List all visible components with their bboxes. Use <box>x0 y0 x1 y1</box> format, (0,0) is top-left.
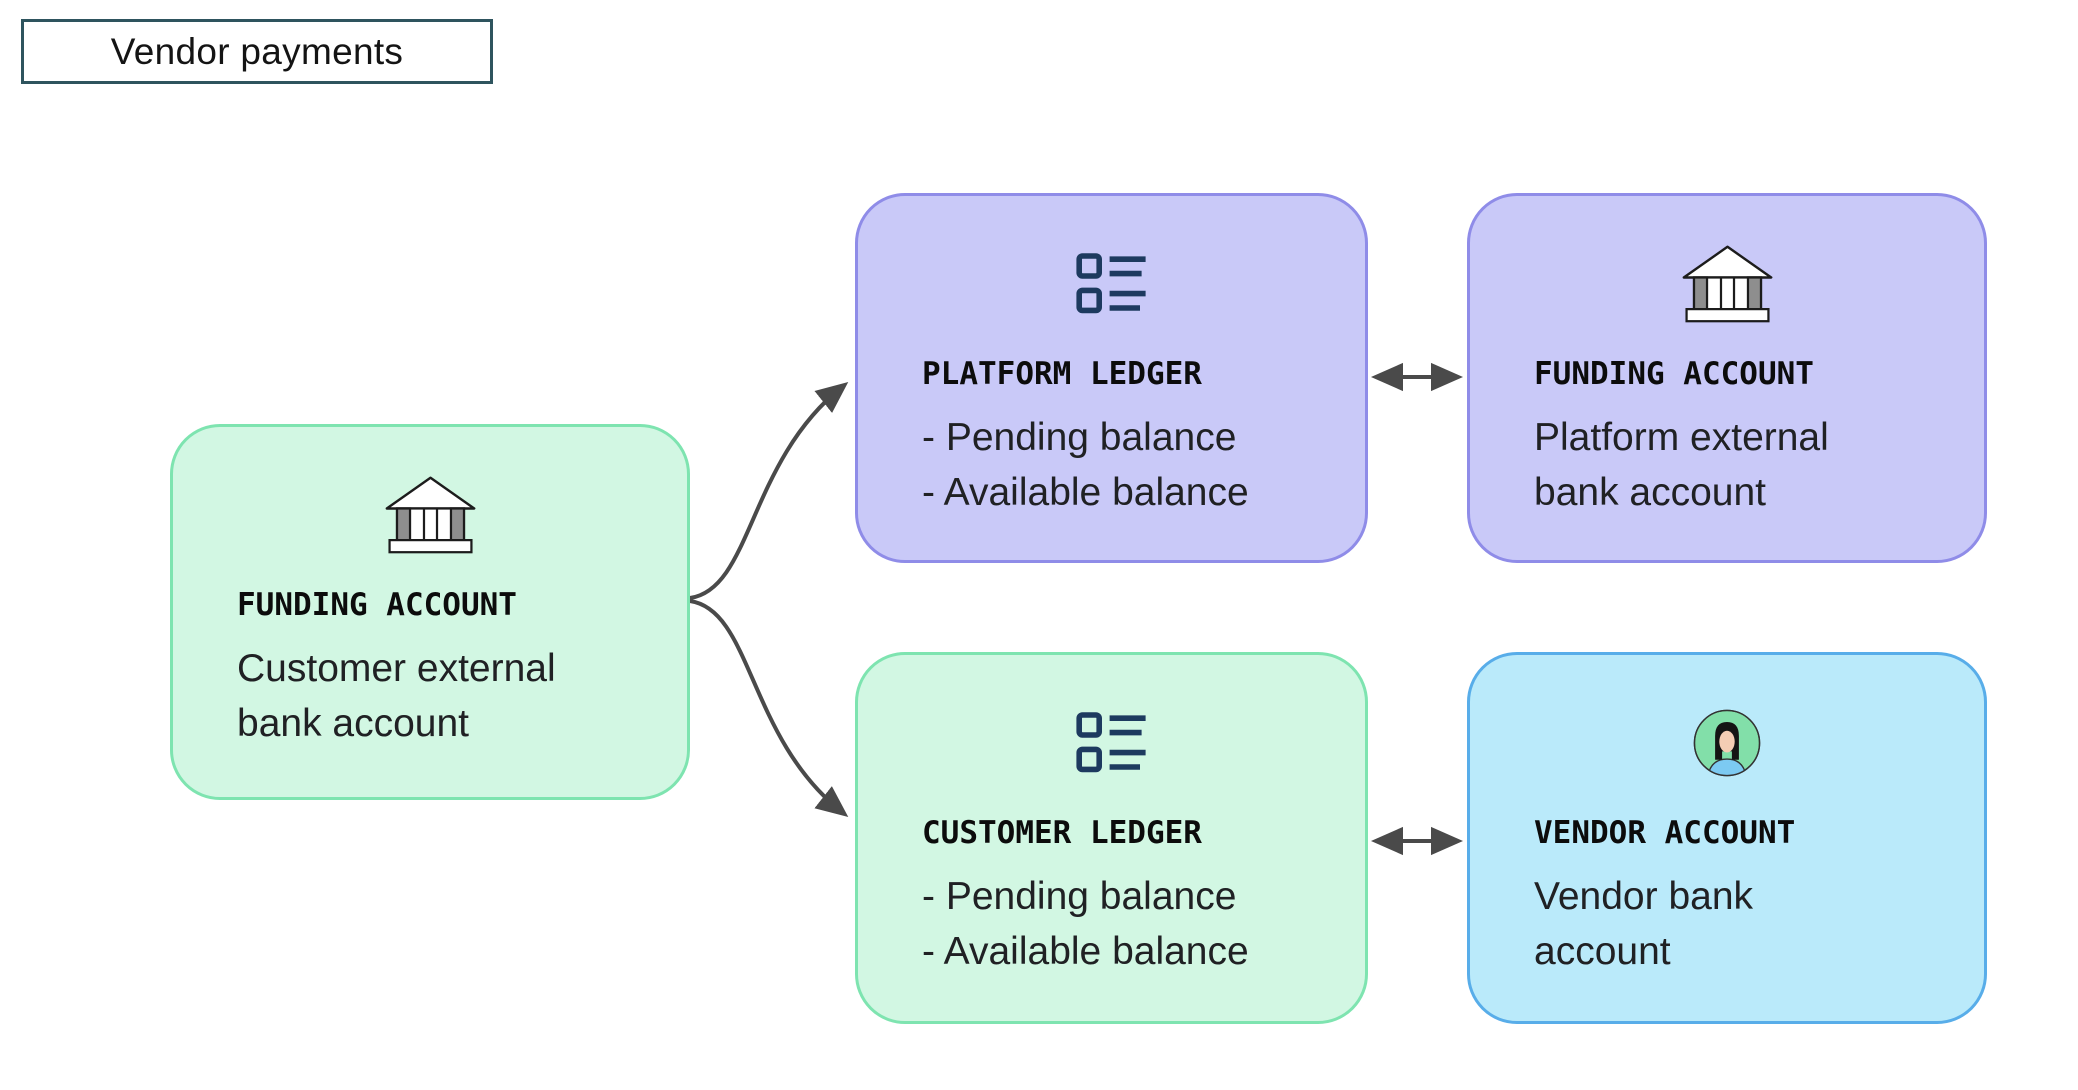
card-label: VENDOR ACCOUNT <box>1534 815 1796 851</box>
card-label: FUNDING ACCOUNT <box>1534 356 1814 392</box>
card-body: - Pending balance - Available balance <box>922 410 1331 521</box>
diagram-title-label: Vendor payments <box>110 30 404 72</box>
ledger-icon <box>1075 712 1146 773</box>
card-body-line: bank account <box>237 702 470 746</box>
bank-icon <box>385 476 475 554</box>
card-body-line: - Pending balance <box>922 416 1237 459</box>
card-body-line: bank account <box>1534 471 1767 515</box>
card-body: Vendor bank account <box>1534 869 1950 980</box>
card-body: Platform external bank account <box>1534 410 1950 521</box>
arrow-funding-to-platform-ledger <box>688 382 849 600</box>
card-body-line: - Available balance <box>922 471 1249 515</box>
diagram-title: Vendor payments <box>21 19 493 84</box>
card-customer-ledger: CUSTOMER LEDGER - Pending balance - Avai… <box>855 652 1368 1024</box>
card-body-line: Vendor bank <box>1534 875 1754 918</box>
card-label: CUSTOMER LEDGER <box>922 815 1202 851</box>
card-funding-account-platform: FUNDING ACCOUNT Platform external bank a… <box>1467 193 1987 563</box>
card-body-line: - Available balance <box>922 930 1249 974</box>
card-body-line: Customer external <box>237 647 556 690</box>
card-platform-ledger: PLATFORM LEDGER - Pending balance - Avai… <box>855 193 1368 563</box>
card-body-line: - Pending balance <box>922 875 1237 918</box>
card-vendor-account: VENDOR ACCOUNT Vendor bank account <box>1467 652 1987 1024</box>
card-body-line: Platform external <box>1534 416 1829 459</box>
card-body: Customer external bank account <box>237 641 653 752</box>
card-body-line: account <box>1534 930 1671 974</box>
card-label: FUNDING ACCOUNT <box>237 587 517 623</box>
card-funding-account-customer: FUNDING ACCOUNT Customer external bank a… <box>170 424 690 800</box>
arrow-funding-to-customer-ledger <box>688 599 849 817</box>
card-body: - Pending balance - Available balance <box>922 869 1331 980</box>
person-icon <box>1693 709 1761 777</box>
bank-icon <box>1682 245 1772 323</box>
card-label: PLATFORM LEDGER <box>922 356 1202 392</box>
ledger-icon <box>1075 253 1146 314</box>
